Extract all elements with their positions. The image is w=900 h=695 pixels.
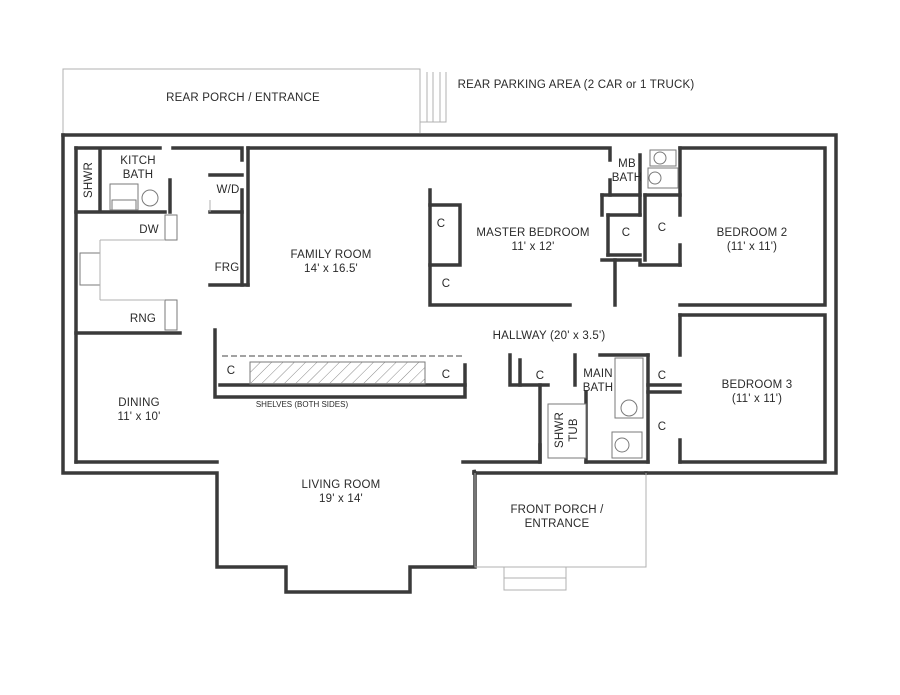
rear-porch-label: REAR PORCH / ENTRANCE (166, 92, 320, 104)
dining-label: DINING (118, 397, 159, 409)
fridge-label: FRG (215, 262, 240, 274)
closet-hallway: C (536, 370, 545, 382)
main-bath-label-2: BATH (583, 382, 614, 394)
hallway-label: HALLWAY (20' x 3.5') (493, 330, 606, 342)
bedroom2-label: BEDROOM 2 (717, 227, 788, 239)
rear-parking-label: REAR PARKING AREA (2 CAR or 1 TRUCK) (458, 79, 695, 91)
fixtures (79, 149, 679, 459)
front-porch-label-1: FRONT PORCH / (510, 504, 604, 516)
master-bedroom-label: MASTER BEDROOM (476, 227, 589, 239)
closet-master-upper: C (437, 218, 446, 230)
dishwasher-label: DW (139, 224, 159, 236)
shower-tub-label-2: TUB (568, 418, 580, 442)
living-room-size: 19' x 14' (319, 493, 363, 505)
main-bath-label-1: MAIN (583, 368, 613, 380)
dining-size: 11' x 10' (117, 411, 160, 423)
exterior-walls (61, 133, 838, 594)
interior-walls (74, 146, 827, 464)
master-bedroom-size: 11' x 12' (511, 241, 554, 253)
kitch-bath-label-2: BATH (123, 169, 154, 181)
bedroom2-size: (11' x 11') (727, 241, 777, 253)
mb-bath-label-1: MB (618, 158, 636, 170)
front-porch-label-2: ENTRANCE (525, 518, 590, 530)
closet-shelves-left: C (227, 365, 236, 377)
kitch-bath-label-1: KITCH (120, 155, 156, 167)
shower-tub-label-1: SHWR (554, 412, 566, 448)
living-room-label: LIVING ROOM (302, 479, 381, 491)
bedroom3-size: (11' x 11') (732, 393, 782, 405)
closet-bedroom3-lower: C (658, 421, 667, 433)
shelves-label: SHELVES (BOTH SIDES) (256, 400, 349, 409)
range-label: RNG (130, 313, 156, 325)
closet-master-lower: C (442, 278, 451, 290)
family-room-label: FAMILY ROOM (290, 249, 371, 261)
front-porch-outline (474, 473, 647, 591)
bedroom3-label: BEDROOM 3 (722, 379, 793, 391)
shower-small-label: SHWR (83, 162, 95, 198)
mb-bath-label-2: BATH (612, 172, 643, 184)
family-room-size: 14' x 16.5' (304, 263, 358, 275)
shelves-hatch (249, 361, 426, 385)
closet-bedroom3-upper: C (658, 370, 667, 382)
rear-porch-outline (62, 68, 447, 133)
closet-bedroom2: C (658, 222, 667, 234)
closet-shelves-right: C (442, 369, 451, 381)
washer-dryer-label: W/D (217, 184, 240, 196)
closet-mb-bath: C (622, 227, 631, 239)
